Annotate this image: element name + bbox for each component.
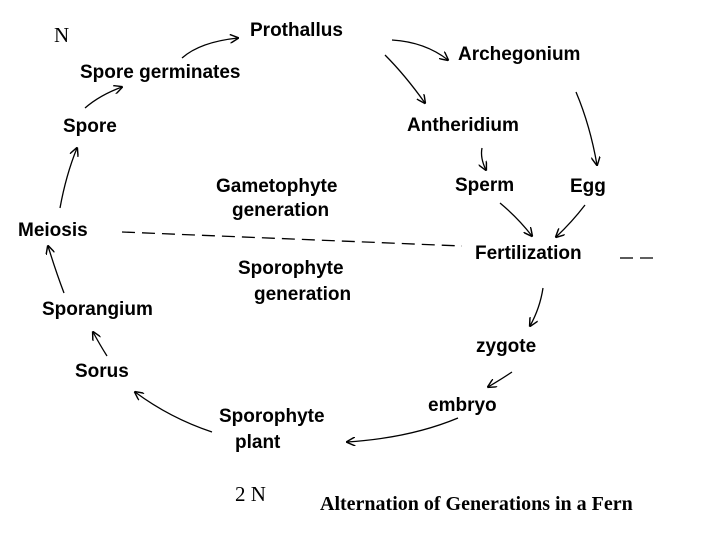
arrow-spore-to-germinates [84, 87, 122, 109]
arrow-fertilization-to-zygote [530, 287, 544, 326]
stage-meiosis: Meiosis [18, 220, 88, 241]
arrow-archegonium-to-egg [575, 91, 597, 165]
arrow-sperm-to-fertilization [499, 202, 532, 236]
arrow-embryo-to-sporophyte-plant [347, 417, 459, 442]
sporophyte-gen-line2: generation [254, 283, 352, 305]
arrow-sporangium-to-meiosis [48, 246, 65, 294]
stage-zygote: zygote [476, 336, 537, 357]
sporophyte-gen-line1: Sporophyte [238, 258, 344, 279]
arrow-antheridium-to-sperm [482, 147, 487, 170]
stage-antheridium: Antheridium [407, 115, 519, 136]
arrow-sporophyte-plant-to-sorus [135, 392, 213, 433]
gametophyte-line1: Gametophyte [216, 176, 338, 197]
sporophyte-generation-label: Sporophyte generation [238, 258, 351, 306]
stage-sporophyte-plant: Sporophyte plant [219, 406, 325, 454]
stage-fertilization: Fertilization [475, 243, 582, 264]
stage-embryo: embryo [428, 395, 497, 416]
diploid-label: 2 N [235, 482, 266, 506]
arrow-sorus-to-sporangium [93, 332, 108, 357]
stage-egg: Egg [570, 176, 606, 197]
diagram-caption: Alternation of Generations in a Fern [320, 493, 633, 515]
arrow-germinates-to-prothallus [181, 38, 238, 59]
stage-sporangium: Sporangium [42, 299, 153, 320]
stage-prothallus: Prothallus [250, 20, 343, 41]
sporophyte-plant-line2: plant [235, 431, 281, 453]
arrow-prothallus-to-archegonium [391, 39, 448, 60]
stage-spore: Spore [63, 116, 117, 137]
arrow-meiosis-to-spore [59, 148, 77, 209]
sporophyte-plant-line1: Sporophyte [219, 406, 325, 427]
stage-archegonium: Archegonium [458, 44, 581, 65]
stage-sorus: Sorus [75, 361, 129, 382]
gametophyte-generation-label: Gametophyte generation [216, 176, 337, 222]
gametophyte-line2: generation [232, 199, 330, 221]
arrow-zygote-to-embryo [488, 371, 513, 387]
stage-sperm: Sperm [455, 175, 515, 196]
arrow-egg-to-fertilization [556, 204, 586, 237]
stage-spore-germinates: Spore germinates [80, 62, 241, 83]
generation-divider-line [121, 231, 463, 247]
haploid-label: N [54, 23, 70, 47]
arrow-prothallus-to-antheridium [384, 54, 425, 103]
